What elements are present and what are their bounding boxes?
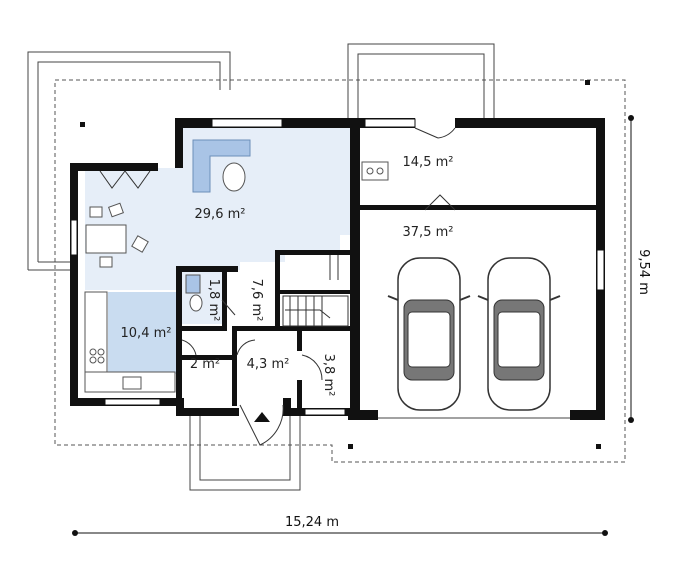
roof-outline — [54, 79, 626, 463]
left-pergola — [27, 51, 231, 271]
room-label-living: 29,6 m² — [195, 207, 246, 222]
car-right — [477, 257, 561, 411]
depth-dimension-label: 9,54 m — [636, 249, 651, 295]
wc-fixtures — [185, 274, 203, 312]
room-label-kitchen: 10,4 m² — [121, 326, 172, 341]
doors — [99, 127, 456, 446]
top-pergola — [347, 43, 495, 128]
room-label-stair-hall: 7,6 m² — [249, 279, 264, 322]
car-left — [387, 257, 471, 411]
room-label-hall: 4,3 m² — [247, 357, 290, 372]
entry-arrow-icon — [254, 412, 270, 422]
kitchen-counter — [84, 291, 176, 393]
width-dimension: 15,24 m — [72, 515, 608, 536]
entrance-porch — [189, 415, 301, 491]
utility-fixtures — [361, 161, 389, 181]
coffee-table — [222, 162, 246, 192]
room-label-wc: 1,8 m² — [206, 279, 221, 322]
corner-markers — [80, 80, 601, 449]
room-label-boiler: 3,8 m² — [321, 354, 336, 397]
windows — [70, 118, 605, 416]
room-label-utility: 14,5 m² — [403, 155, 454, 170]
width-dimension-label: 15,24 m — [285, 515, 339, 530]
room-label-garage: 37,5 m² — [403, 225, 454, 240]
kitchen-floor — [108, 292, 181, 374]
dining-set — [85, 202, 149, 268]
room-label-storage: 2 m² — [190, 357, 220, 372]
staircase — [282, 255, 349, 327]
depth-dimension: 9,54 m — [628, 115, 651, 423]
sofa — [192, 139, 251, 193]
